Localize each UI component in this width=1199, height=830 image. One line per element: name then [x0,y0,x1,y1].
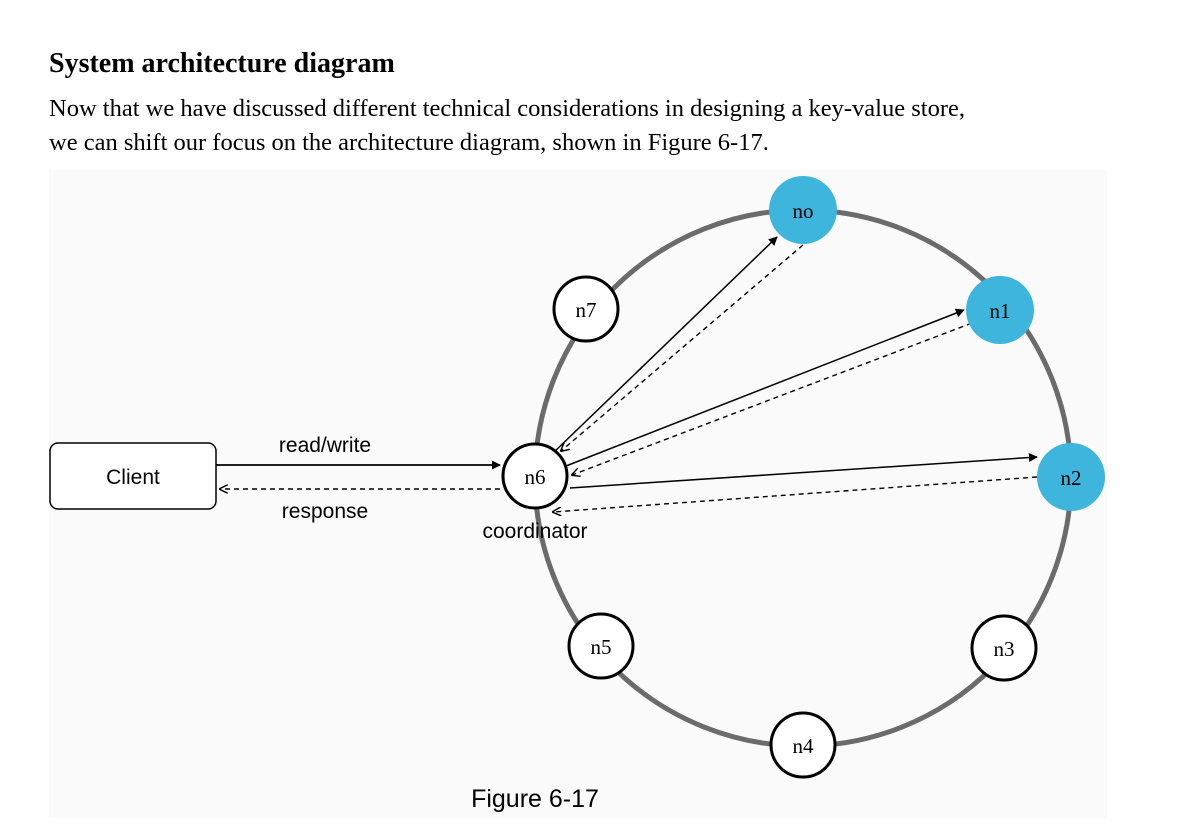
node-n3[interactable]: n3 [970,614,1038,682]
node-n3-label: n3 [994,637,1015,661]
paragraph-line-2: we can shift our focus on the architectu… [49,129,769,156]
node-n5-label: n5 [591,635,612,659]
ack-arrow-n0 [561,244,804,451]
node-n0-label: no [793,199,814,223]
figure-caption: Figure 6-17 [471,785,599,813]
paragraph-line-1: Now that we have discussed different tec… [49,95,965,122]
node-n6-label: n6 [525,465,546,489]
response-label: response [282,500,368,523]
node-n0[interactable]: no [769,176,837,244]
node-n5[interactable]: n5 [567,612,635,680]
node-n7[interactable]: n7 [552,275,620,343]
client-label: Client [106,466,160,489]
write-arrow-n2 [569,453,1038,489]
node-n4[interactable]: n4 [769,711,837,779]
section-heading: System architecture diagram [49,48,395,79]
write-arrow-n0 [551,236,778,455]
ack-arrow-n2 [553,476,1038,512]
node-n1[interactable]: n1 [966,276,1034,344]
coordinator-label: coordinator [482,520,587,543]
node-n6[interactable]: n6 [501,442,569,510]
node-n1-label: n1 [990,299,1011,323]
client-box[interactable] [49,442,217,510]
node-n7-label: n7 [576,298,597,322]
intro-paragraph: Now that we have discussed different tec… [49,92,1169,160]
node-n2-label: n2 [1061,466,1082,490]
request-label: read/write [279,434,371,457]
node-n4-label: n4 [793,734,815,758]
node-n2[interactable]: n2 [1037,443,1105,511]
ack-arrow-n1 [572,319,981,475]
write-arrow-n1 [565,308,965,467]
